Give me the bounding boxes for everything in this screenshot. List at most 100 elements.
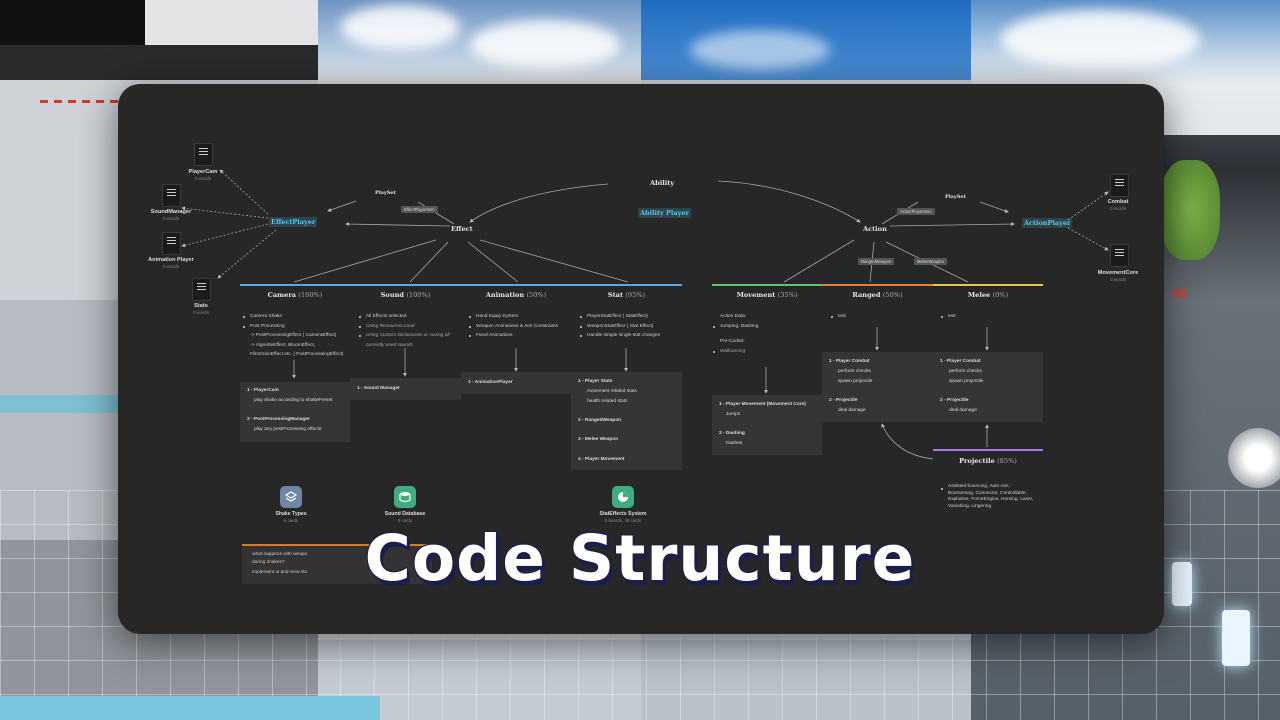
card-line: Jumps <box>726 412 741 417</box>
column-header-sound[interactable]: Sound (100%) <box>350 291 461 299</box>
todo-item[interactable]: implement ui and view sto <box>252 570 308 575</box>
column-progress: (100%) <box>406 291 431 299</box>
action-node[interactable]: Action <box>863 225 887 233</box>
database-icon[interactable] <box>394 486 416 508</box>
board-name[interactable]: StatEffects System <box>599 511 647 517</box>
todo-card[interactable]: what happens with weapo during shakes? i… <box>242 544 432 584</box>
bg-light-panel <box>1172 562 1192 606</box>
bg-cloud <box>1000 10 1200 70</box>
action-player-item-tag[interactable]: ActionPlayerItem <box>897 208 935 215</box>
effect-node[interactable]: Effect <box>451 225 473 233</box>
column-header-ranged[interactable]: Ranged (50%) <box>822 291 933 299</box>
list-item: WeaponStatEffect ( Stat Effect) <box>579 322 660 332</box>
doc-name-combat[interactable]: Combat <box>1107 199 1129 205</box>
document-icon[interactable] <box>192 278 211 301</box>
ability-player-node[interactable]: Ability Player <box>638 208 691 218</box>
list-item: Jumping, Dashing <box>712 322 758 332</box>
sound-card[interactable]: 1 - Sound Manager <box>350 378 461 400</box>
effect-player-item-tag[interactable]: EffectPlayerItem <box>401 206 438 213</box>
column-title: Movement <box>736 291 776 299</box>
card-line: spawn projectile <box>838 379 873 384</box>
card-line: spawn projectile <box>949 379 984 384</box>
card-line: 1 - Player Movement (Movement Core) <box>719 402 806 407</box>
list-item: FilmGrainEffect etc. ( PostProcessingEff… <box>250 352 344 357</box>
card-line: 2 - PostProcessingManager <box>247 417 310 422</box>
document-icon[interactable] <box>194 143 213 166</box>
column-header-camera[interactable]: Camera (100%) <box>240 291 350 299</box>
column-divider-animation <box>461 284 571 286</box>
action-player-node[interactable]: ActionPlayer <box>1022 218 1073 228</box>
doc-name-playercam[interactable]: PlayerCam <box>188 169 218 175</box>
card-line: 2 - Dashing <box>719 431 745 436</box>
list-item: Weapon Animations & Aim Constraints <box>468 322 558 332</box>
doc-name-stats[interactable]: Stats <box>194 303 208 309</box>
card-line: 1 - AnimationPlayer <box>468 380 513 385</box>
doc-words: 0 words <box>1109 277 1127 282</box>
column-divider-camera <box>240 284 350 286</box>
list-item: currently used sounds <box>366 342 413 348</box>
movement-card[interactable]: 1 - Player Movement (Movement Core) Jump… <box>712 395 822 455</box>
list-item: test <box>940 312 956 322</box>
card-line: play shake according to shakePreset <box>254 398 333 403</box>
animation-card[interactable]: 1 - AnimationPlayer <box>461 372 571 394</box>
melee-card[interactable]: 1 - Player Combat perform checks spawn p… <box>933 352 1043 422</box>
card-line: 2 - Projectile <box>829 398 858 403</box>
sound-notes: All Effects selected Using Resources.Loa… <box>358 312 449 350</box>
document-icon[interactable] <box>1110 244 1129 267</box>
column-title: Ranged <box>852 291 881 299</box>
column-header-stat[interactable]: Stat (95%) <box>571 291 682 299</box>
todo-item[interactable]: what happens with weapo <box>252 552 308 557</box>
column-header-animation[interactable]: Animation (50%) <box>461 291 571 299</box>
ranged-card[interactable]: 1 - Player Combat perform checks spawn p… <box>822 352 933 422</box>
effect-player-node[interactable]: EffectPlayer <box>269 217 318 227</box>
list-item: Explosive, ForceEngine, Homing, Laser, <box>948 497 1034 502</box>
playset-left[interactable]: PlaySet <box>375 190 396 196</box>
list-item: Using Custom Dictionaries or saving all <box>358 331 449 341</box>
card-line: perform checks <box>949 369 982 374</box>
video-title: Code Structure <box>364 522 916 595</box>
doc-name-movementcore[interactable]: MovementCore <box>1097 270 1139 276</box>
melee-weapon-tag[interactable]: MeleeWeapon <box>914 258 947 265</box>
bg-cloud <box>340 5 460 50</box>
todo-item[interactable]: during shakes? <box>252 560 285 565</box>
ranged-notes: test <box>830 312 846 322</box>
board-name[interactable]: Sound Database <box>384 511 426 517</box>
card-line: perform checks <box>838 369 871 374</box>
doc-name-animationplayer[interactable]: Animation Player <box>148 257 194 263</box>
bg-red-sign: 80 <box>1172 286 1187 301</box>
card-line: Dashes <box>726 441 743 446</box>
column-title: Projectile <box>959 457 995 465</box>
stat-card[interactable]: 1 - Player Stats movement related stats … <box>571 372 682 470</box>
column-title: Sound <box>380 291 405 299</box>
column-header-melee[interactable]: Melee (0%) <box>933 291 1043 299</box>
list-item: Hand Equip System <box>468 312 558 322</box>
pie-chart-icon[interactable] <box>612 486 634 508</box>
card-line: 1 - Player Combat <box>940 359 981 364</box>
list-item: Assisted bouncing, Auto Aim, <box>940 484 1033 491</box>
board-count: 0 boards, 28 cards <box>604 518 642 523</box>
doc-name-soundmanager[interactable]: SoundManager <box>150 209 192 215</box>
column-header-movement[interactable]: Movement (35%) <box>712 291 822 299</box>
card-line: 2 - RangedWeapon <box>578 418 622 423</box>
playset-right[interactable]: PlaySet <box>945 194 966 200</box>
list-item: Pre-Coded: <box>720 339 745 344</box>
list-item: Vanishing, Lingering <box>948 503 992 509</box>
document-icon[interactable] <box>162 232 181 255</box>
list-item: Handle simple single-stat changes <box>579 331 660 341</box>
list-item: -> PostProcessingEffect ( CameraEffect) <box>250 333 337 338</box>
camera-card[interactable]: 1 - PlayerCam play shake according to sh… <box>240 382 350 442</box>
column-header-projectile[interactable]: Projectile (85%) <box>933 457 1043 465</box>
card-line: deal damage <box>838 408 866 413</box>
ability-node[interactable]: Ability <box>650 179 675 187</box>
board-name[interactable]: Shake Types <box>275 511 307 517</box>
layers-icon[interactable] <box>280 486 302 508</box>
list-item: PlayerStatEffect ( StatEffect) <box>579 312 660 322</box>
column-divider-projectile <box>933 449 1043 451</box>
ranged-weapon-tag[interactable]: RangedWeapon <box>858 258 895 265</box>
melee-notes: test <box>940 312 956 322</box>
bg-light-panel <box>1222 610 1250 666</box>
column-divider-sound <box>350 284 461 286</box>
document-icon[interactable] <box>162 184 181 207</box>
card-line: deal damage <box>949 408 977 413</box>
document-icon[interactable] <box>1110 174 1129 197</box>
